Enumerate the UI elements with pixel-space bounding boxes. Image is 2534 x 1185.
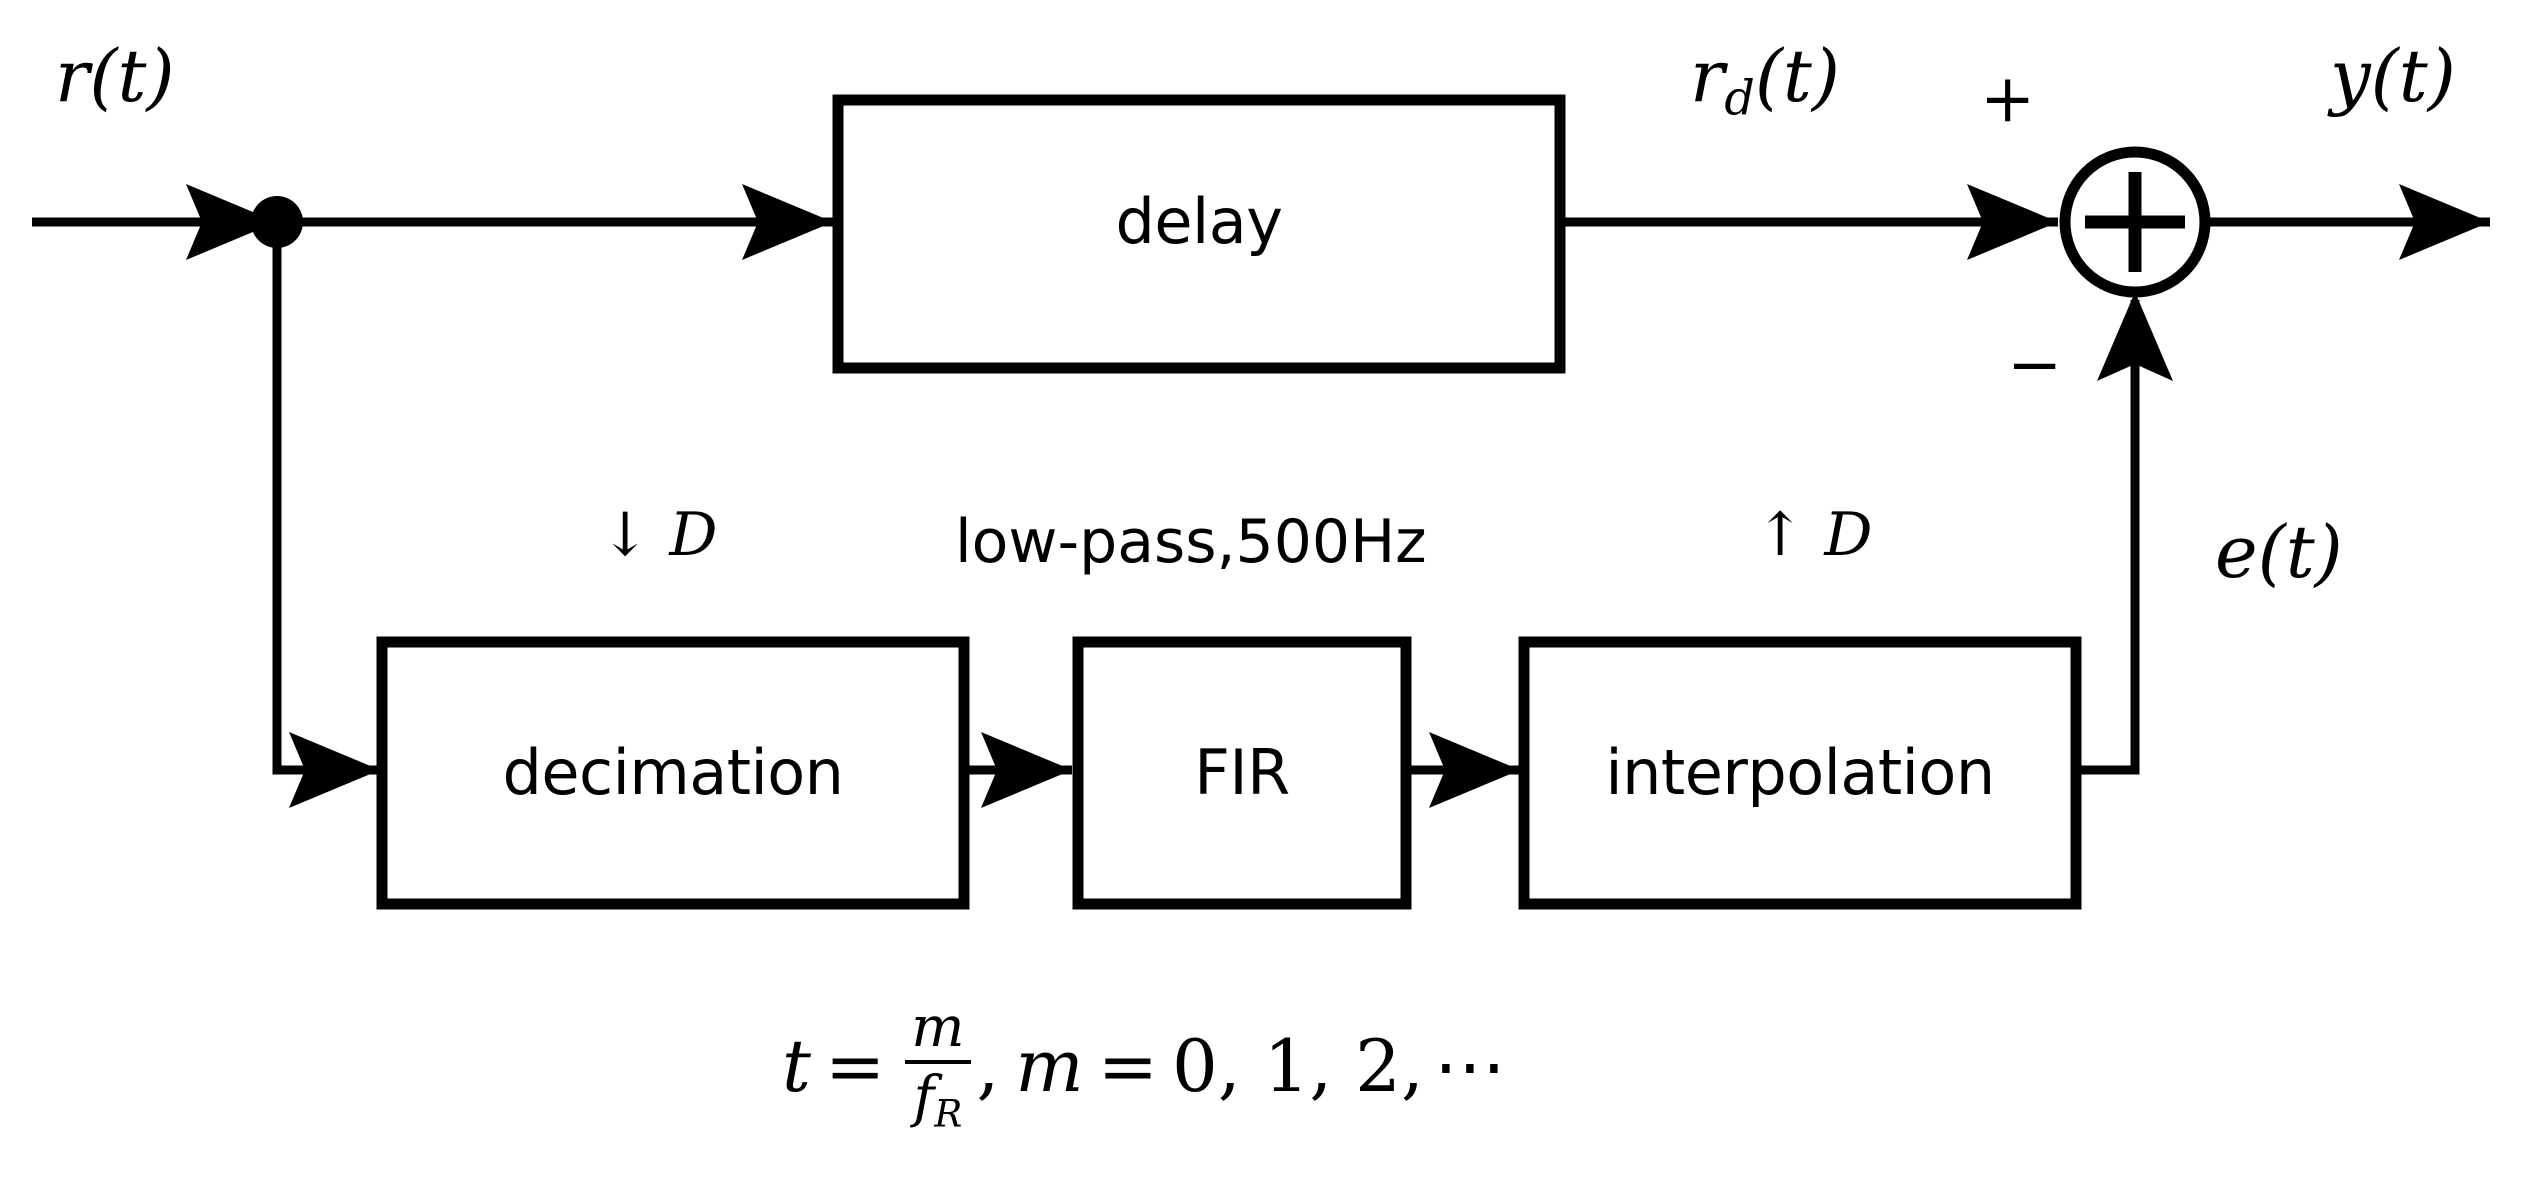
arrowhead-sum-input [1967,184,2058,260]
interpolation-label-text: interpolation [1605,736,1995,809]
formula-equals: = [824,1024,886,1109]
label-error-signal: e(t) [2215,516,2343,588]
block-fir [1072,636,1412,910]
block-label-fir: FIR [1078,742,1406,804]
wire-branch-down [272,222,380,808]
arrowhead-input [186,184,277,260]
interpolation-rate-text: ↑ D [1755,500,1873,570]
error-signal-text: e(t) [2215,510,2343,594]
fir-label-text: FIR [1194,736,1290,809]
label-minus-sign: − [2007,332,2062,398]
label-interpolation-rate: ↑ D [1755,505,1872,565]
delayed-signal-base: r [1690,34,1725,118]
formula-numerator: m [911,995,965,1060]
arrowhead-delay-input [742,184,833,260]
wire-feedback-error [2076,292,2173,775]
decimation-label-text: decimation [502,736,844,809]
formula-fraction-bar [905,1060,971,1065]
plus-sign-text: + [1980,60,2036,137]
formula-comma: , [976,1024,1000,1109]
arrowhead-feedback-into-sum [2097,292,2173,381]
filter-spec-text: low-pass,500Hz [955,507,1427,577]
output-signal-text: y(t) [2330,34,2456,118]
wire-decimation-to-fir [964,732,1072,808]
label-input-signal: r(t) [55,40,175,112]
wire-fir-to-interpolation [1406,732,1520,808]
label-delayed-signal: rd(t) [1690,40,1840,123]
delayed-signal-subscript: d [1724,71,1755,127]
delayed-signal-suffix: (t) [1754,34,1840,118]
label-output-signal: y(t) [2330,40,2456,112]
delay-label-text: delay [1115,185,1283,258]
summing-junction [2059,146,2211,298]
formula-fraction: m fR [905,995,971,1133]
time-formula: t = m fR , m = 0, 1, 2, ⋯ [782,995,1510,1133]
wire-junction-to-delay [277,184,833,260]
label-filter-spec: low-pass,500Hz [955,512,1427,572]
block-label-delay: delay [838,191,1560,253]
wire-output [2205,184,2490,260]
wire-input [32,184,277,260]
label-plus-sign: + [1980,66,2035,132]
decimation-rate-text: ↓ D [600,500,718,570]
formula-index-var: m [1015,1024,1084,1109]
label-decimation-rate: ↓ D [600,505,717,565]
formula-index-values: 0, 1, 2, [1172,1024,1424,1109]
wire-delay-to-sum [1560,184,2058,260]
formula-ellipsis: ⋯ [1433,1024,1510,1109]
formula-denominator-subscript: R [934,1092,963,1136]
formula-denominator: fR [908,1064,969,1133]
block-delay [832,94,1566,374]
input-signal-text: r(t) [55,34,175,118]
block-label-interpolation: interpolation [1514,742,2086,804]
minus-sign-text: − [2007,326,2063,403]
block-interpolation [1518,636,2082,910]
arrowhead-decimation-input [289,732,380,808]
formula-denominator-base: f [913,1065,935,1131]
formula-index-equals: = [1097,1024,1159,1109]
arrowhead-fir-input [981,732,1072,808]
block-decimation [376,636,970,910]
block-label-decimation: decimation [382,742,964,804]
arrowhead-interpolation-input [1429,732,1520,808]
formula-lhs: t [782,1024,811,1109]
arrowhead-output [2399,184,2490,260]
